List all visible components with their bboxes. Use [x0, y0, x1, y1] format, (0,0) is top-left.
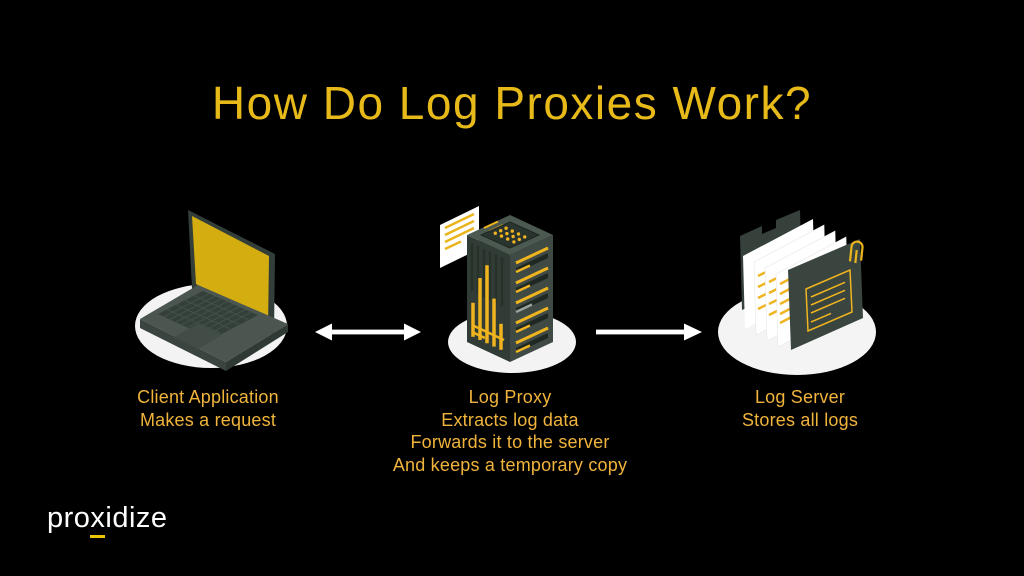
caption-log-proxy: Log Proxy Extracts log data Forwards it …	[370, 386, 650, 476]
server-level-bars	[471, 265, 503, 350]
caption-line: And keeps a temporary copy	[392, 454, 628, 475]
caption-line: Log Server	[754, 387, 846, 407]
laptop-keyboard	[163, 293, 252, 336]
bidirectional-arrow-icon	[315, 323, 421, 341]
caption-log-server: Log Server Stores all logs	[680, 386, 920, 431]
server-slots	[515, 246, 549, 354]
server-icon	[440, 206, 576, 373]
laptop-screen	[188, 210, 275, 335]
caption-line: Extracts log data	[441, 409, 579, 430]
caption-line: Log Proxy	[468, 387, 552, 407]
caption-line: Forwards it to the server	[410, 432, 610, 452]
page-title: How Do Log Proxies Work?	[211, 77, 813, 129]
right-arrow-icon	[596, 323, 702, 341]
caption-line: Client Application	[137, 387, 279, 407]
caption-line: Stores all logs	[741, 409, 859, 430]
folder-front-panel	[788, 239, 863, 350]
paperclip-icon	[848, 240, 864, 264]
laptop-icon	[135, 210, 288, 371]
laptop-base	[140, 285, 288, 371]
logo-text-after-x: idize	[105, 502, 168, 534]
caption-line: Makes a request	[139, 409, 277, 430]
server-tower	[467, 215, 553, 362]
server-grooves	[470, 243, 504, 306]
laptop-touchpad	[174, 324, 222, 349]
logo-text-before-x: pro	[47, 502, 91, 534]
proxidize-logo: proxidize	[47, 502, 168, 538]
caption-client-application: Client Application Makes a request	[88, 386, 328, 431]
server-panel-dots	[493, 226, 527, 244]
logo-underlined-x: x	[90, 502, 106, 538]
documents-icon	[718, 210, 876, 375]
